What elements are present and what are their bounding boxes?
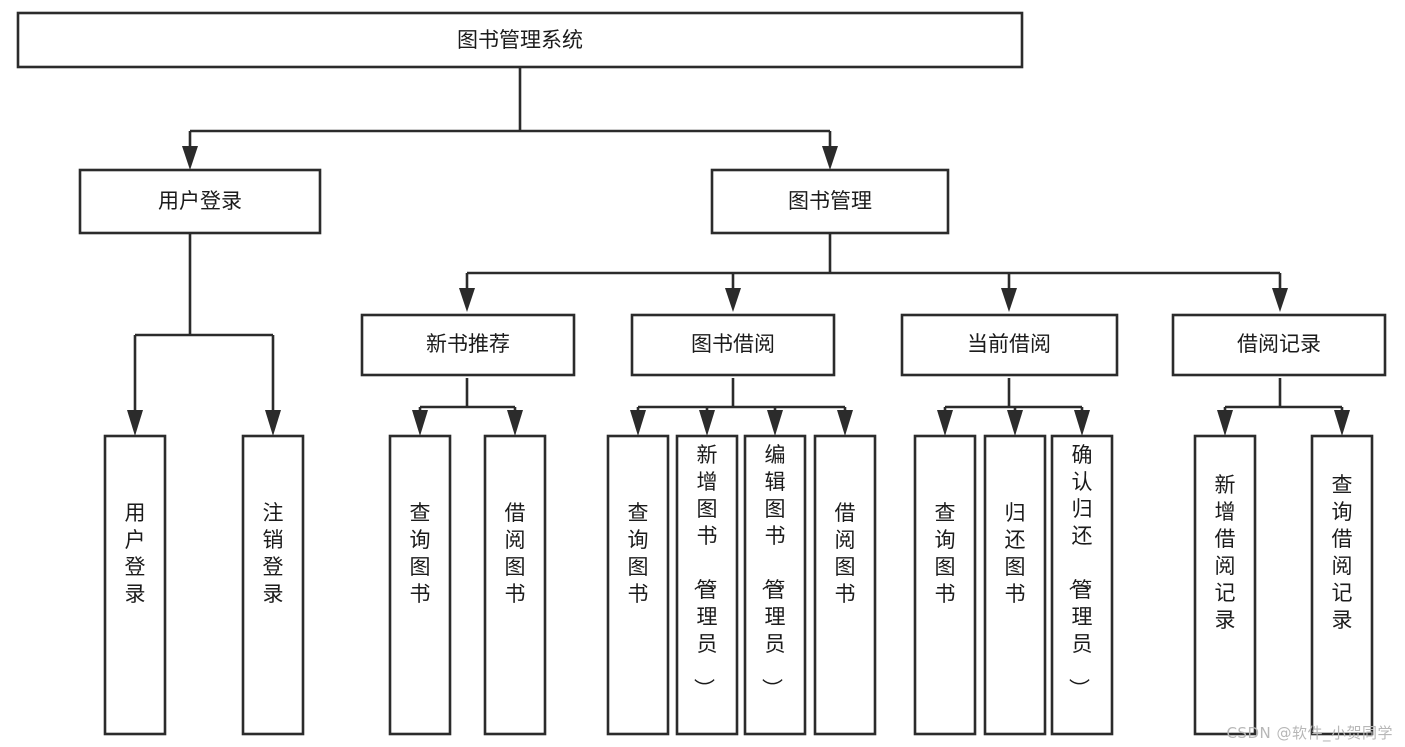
node-leaf-12-box[interactable] — [1193, 434, 1257, 736]
node-book-manage-label: 图书管理 — [788, 189, 872, 213]
node-leaf-13-box[interactable] — [1310, 434, 1374, 736]
node-leaf-7-label: 编辑图书（管理员） — [760, 443, 786, 699]
node-leaf-7[interactable]: 编辑图书（管理员） — [743, 434, 807, 736]
node-leaf-2-label: 注销登录 — [263, 501, 284, 606]
node-leaf-13[interactable]: 查询借阅记录 — [1310, 434, 1374, 736]
arrow-head-leaf-1 — [127, 410, 143, 436]
node-leaf-11-box[interactable] — [1050, 434, 1114, 736]
node-leaf-11[interactable]: 确认归还（管理员） — [1050, 434, 1114, 736]
node-book-manage[interactable]: 图书管理 — [710, 168, 950, 235]
node-leaf-7-box[interactable] — [743, 434, 807, 736]
node-leaf-2-box[interactable] — [241, 434, 305, 736]
node-leaf-10-box[interactable] — [983, 434, 1047, 736]
node-new-book-rec[interactable]: 新书推荐 — [360, 313, 576, 377]
arrow-head-leaf-12 — [1217, 410, 1233, 436]
node-leaf-1[interactable]: 用户登录 — [103, 434, 167, 736]
node-leaf-4[interactable]: 借阅图书 — [483, 434, 547, 736]
node-borrow-record-box[interactable] — [1171, 313, 1387, 377]
node-leaf-9[interactable]: 查询图书 — [913, 434, 977, 736]
node-leaf-1-label: 用户登录 — [125, 501, 146, 606]
arrow-head-leaf-3 — [412, 410, 428, 436]
node-leaf-13-label: 查询借阅记录 — [1332, 473, 1353, 632]
node-leaf-4-box[interactable] — [483, 434, 547, 736]
node-leaf-3-label: 查询图书 — [410, 501, 431, 606]
node-borrow-record-label: 借阅记录 — [1237, 332, 1321, 356]
node-leaf-9-box[interactable] — [913, 434, 977, 736]
node-book-borrow-label: 图书借阅 — [691, 332, 775, 356]
node-leaf-3-box[interactable] — [388, 434, 452, 736]
arrow-head-leaf-11 — [1074, 410, 1090, 436]
node-leaf-1-box[interactable] — [103, 434, 167, 736]
node-leaf-10-label: 归还图书 — [1005, 501, 1026, 606]
node-leaf-5-box[interactable] — [606, 434, 670, 736]
node-leaf-8-label: 借阅图书 — [835, 501, 856, 606]
arrow-head-leaf-4 — [507, 410, 523, 436]
node-root[interactable]: 图书管理系统 — [16, 11, 1024, 69]
node-user-login-box[interactable] — [78, 168, 322, 235]
arrow-head-current-borrow — [1001, 288, 1017, 312]
node-user-login[interactable]: 用户登录 — [78, 168, 322, 235]
node-book-borrow-box[interactable] — [630, 313, 836, 377]
node-current-borrow-box[interactable] — [900, 313, 1119, 377]
node-leaf-6-box[interactable] — [675, 434, 739, 736]
arrow-head-leaf-10 — [1007, 410, 1023, 436]
arrow-head-leaf-13 — [1334, 410, 1350, 436]
node-leaf-6[interactable]: 新增图书（管理员） — [675, 434, 739, 736]
arrow-head-borrow-record — [1272, 288, 1288, 312]
node-new-book-rec-box[interactable] — [360, 313, 576, 377]
node-book-borrow[interactable]: 图书借阅 — [630, 313, 836, 377]
arrow-head-leaf-6 — [699, 410, 715, 436]
node-leaf-8[interactable]: 借阅图书 — [813, 434, 877, 736]
connector-group — [127, 67, 1350, 436]
node-root-label: 图书管理系统 — [457, 28, 583, 52]
arrow-head-book-borrow — [725, 288, 741, 312]
node-borrow-record[interactable]: 借阅记录 — [1171, 313, 1387, 377]
node-current-borrow-label: 当前借阅 — [967, 332, 1051, 356]
node-leaf-9-label: 查询图书 — [935, 501, 956, 606]
node-new-book-rec-label: 新书推荐 — [426, 332, 510, 356]
node-user-login-label: 用户登录 — [158, 189, 242, 213]
node-leaf-8-box[interactable] — [813, 434, 877, 736]
node-leaf-5[interactable]: 查询图书 — [606, 434, 670, 736]
node-current-borrow[interactable]: 当前借阅 — [900, 313, 1119, 377]
arrow-head-leaf-2 — [265, 410, 281, 436]
node-leaf-6-label: 新增图书（管理员） — [692, 443, 718, 699]
node-leaf-4-label: 借阅图书 — [505, 501, 526, 606]
arrow-head-leaf-9 — [937, 410, 953, 436]
arrow-head-new-book-rec — [459, 288, 475, 312]
arrow-head-user-login — [182, 146, 198, 170]
node-leaf-10[interactable]: 归还图书 — [983, 434, 1047, 736]
arrow-head-book-manage — [822, 146, 838, 170]
node-leaf-12[interactable]: 新增借阅记录 — [1193, 434, 1257, 736]
node-leaf-2[interactable]: 注销登录 — [241, 434, 305, 736]
arrow-head-leaf-5 — [630, 410, 646, 436]
node-leaf-12-label: 新增借阅记录 — [1215, 473, 1236, 632]
node-leaf-3[interactable]: 查询图书 — [388, 434, 452, 736]
node-leaf-11-label: 确认归还（管理员） — [1067, 443, 1093, 699]
node-root-box[interactable] — [16, 11, 1024, 69]
node-book-manage-box[interactable] — [710, 168, 950, 235]
arrow-head-leaf-8 — [837, 410, 853, 436]
arrow-head-leaf-7 — [767, 410, 783, 436]
node-leaf-5-label: 查询图书 — [628, 501, 649, 606]
